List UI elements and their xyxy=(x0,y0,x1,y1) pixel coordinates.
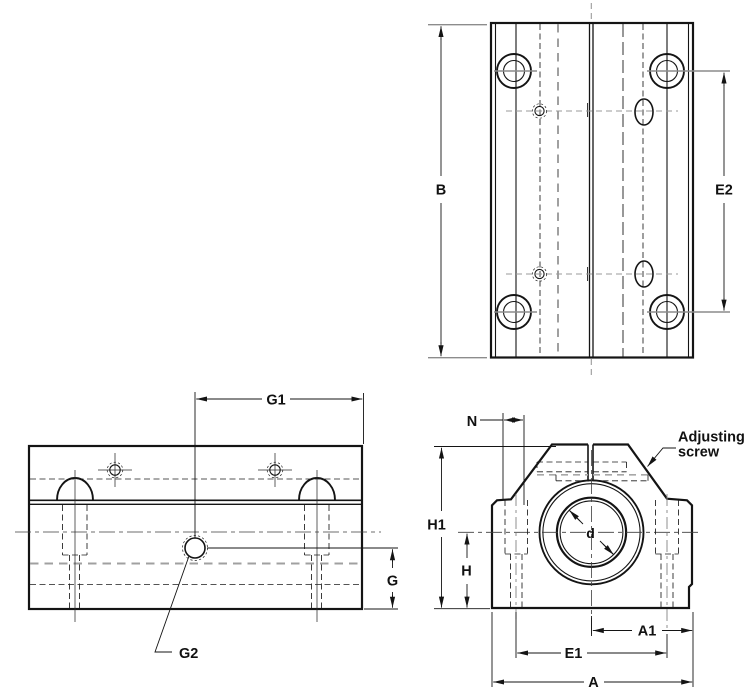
dim-B: B xyxy=(428,24,487,359)
plate-outline xyxy=(489,21,695,359)
housing-outline xyxy=(27,444,364,611)
adjusting-screw-label-line1: Adjusting xyxy=(678,430,745,446)
dim-E2: E2 xyxy=(715,72,733,311)
dim-label-a: A xyxy=(588,675,599,691)
hidden-adjusting-screw-holes xyxy=(536,461,649,482)
dim-A1: A1 xyxy=(591,612,694,687)
dim-label-g1: G1 xyxy=(266,393,285,409)
dim-label-g: G xyxy=(387,574,398,590)
side-view: G1 G G2 xyxy=(15,392,398,662)
dim-E1: E1 xyxy=(515,612,668,662)
mounting-holes xyxy=(494,53,730,330)
dim-label-g2: G2 xyxy=(179,646,198,662)
dim-label-e2: E2 xyxy=(715,183,733,199)
adjusting-screw-label-line2: screw xyxy=(678,445,720,461)
dim-G1: G1 xyxy=(194,392,364,538)
dim-G: G xyxy=(207,547,398,610)
g2-hole xyxy=(184,537,206,559)
dim-label-h: H xyxy=(461,564,471,580)
screw-hole-rows xyxy=(506,98,678,288)
top-view: B E2 xyxy=(428,3,733,378)
hidden-counterbores xyxy=(62,505,330,608)
block-outline xyxy=(490,443,694,610)
oval-hole xyxy=(634,260,654,288)
hidden-mounting-holes xyxy=(504,494,679,632)
callout-adjusting-screw: Adjusting screw xyxy=(647,430,745,467)
dim-label-a1: A1 xyxy=(638,624,657,640)
dim-label-d: d xyxy=(586,525,595,541)
dim-N: N xyxy=(467,413,525,505)
dim-label-n: N xyxy=(467,414,477,430)
dim-d: d xyxy=(568,509,615,556)
dim-H: H xyxy=(461,533,472,608)
oval-hole xyxy=(634,98,654,126)
dim-label-e1: E1 xyxy=(565,646,583,662)
top-plate-screw-holes xyxy=(98,453,292,487)
dim-A: A xyxy=(491,612,693,691)
dim-H1: H1 xyxy=(427,446,556,610)
dim-label-h1: H1 xyxy=(427,518,446,534)
front-view: d xyxy=(427,413,745,691)
dim-label-b: B xyxy=(436,183,446,199)
callout-G2: G2 xyxy=(154,555,198,662)
